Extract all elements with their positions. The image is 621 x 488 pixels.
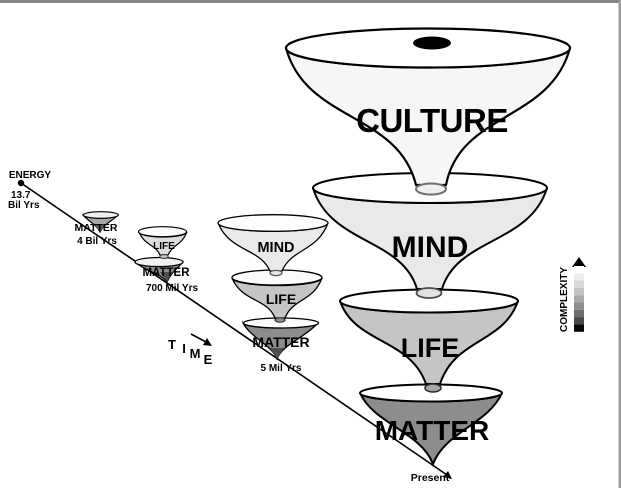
group1-time-label: 4 Bil Yrs (77, 236, 117, 247)
group-life-matter-700milyrs (134, 226, 188, 284)
complexity-up-arrow-icon (572, 257, 586, 267)
complexity-axis-label: COMPLEXITY (559, 267, 570, 332)
time-letter-i: I (182, 341, 186, 356)
timeline-line (20, 182, 451, 478)
funnel-spout-culture-4 (415, 182, 447, 196)
time-letter-m: M (190, 346, 201, 361)
funnel-spout-life-2 (159, 254, 169, 259)
funnel-rim-matter-1 (82, 211, 119, 219)
time-axis-annotation: T I M E (168, 333, 213, 367)
funnel-label-mind-4: MIND (392, 231, 469, 264)
funnel-spout-mind-3 (269, 269, 283, 277)
timeline-arrowhead-icon (443, 471, 452, 479)
group-mind-life-matter-5milyrs (217, 214, 329, 361)
funnel-label-life-4: LIFE (401, 333, 460, 363)
funnel-label-matter-3: MATTER (252, 334, 309, 350)
funnel-rim-matter-2 (134, 256, 184, 268)
funnel-label-matter-1: MATTER (75, 222, 118, 234)
culture-rim-dot (413, 36, 451, 50)
origin-time-line2: Bil Yrs (8, 200, 40, 211)
group3-time-label: 5 Mil Yrs (261, 363, 302, 374)
time-arrowhead-icon (203, 338, 212, 346)
funnel-label-life-3: LIFE (266, 291, 296, 307)
present-label: Present (411, 472, 450, 484)
funnel-rim-life-2 (137, 226, 188, 238)
funnel-stem-matter-3 (270, 348, 284, 359)
funnel-stem-matter-1 (94, 224, 106, 232)
complexity-axis: COMPLEXITY (559, 257, 586, 332)
funnel-spout-life-3 (274, 317, 286, 323)
group2-time-label: 700 Mil Yrs (146, 283, 199, 294)
funnel-rim-mind-3 (217, 214, 329, 232)
top-border-line (0, 0, 621, 3)
funnel-stem-matter-2 (160, 272, 173, 282)
origin-time-line1: 13.7 (11, 190, 31, 201)
energy-label: ENERGY (9, 170, 52, 181)
time-letter-t: T (168, 337, 176, 352)
time-arrow-line (190, 333, 207, 343)
funnel-label-life-2: LIFE (153, 241, 175, 252)
group-matter-4bilyrs (82, 211, 119, 234)
funnel-label-culture-4: CULTURE (356, 102, 508, 139)
complexity-gradient-bar (574, 266, 584, 332)
right-border-line (618, 0, 621, 488)
funnel-label-mind-3: MIND (257, 240, 294, 256)
group-culture-mind-life-matter-present (284, 27, 572, 467)
funnel-spout-mind-4 (415, 287, 443, 299)
funnel-spout-life-4 (424, 383, 442, 393)
energy-origin-dot (17, 179, 25, 187)
funnel-label-matter-4: MATTER (375, 415, 490, 446)
time-letter-e: E (204, 352, 213, 367)
funnel-label-matter-2: MATTER (142, 267, 190, 279)
